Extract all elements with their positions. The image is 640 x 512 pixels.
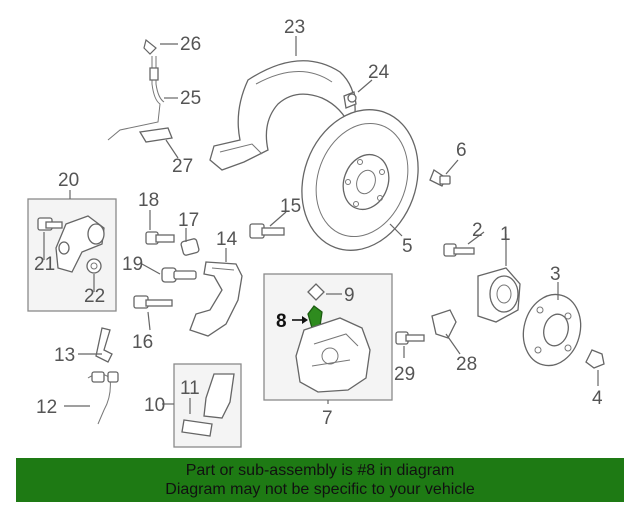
callout-labels: 23 24 26 25 27 6 20 21 22 18 17 19 16 14… (34, 17, 603, 429)
callout-22: 22 (84, 286, 105, 307)
callout-4: 4 (592, 388, 603, 409)
callout-7: 7 (322, 408, 333, 429)
part-bracket-28 (431, 309, 457, 339)
callout-2: 2 (472, 220, 483, 241)
callout-8: 8 (276, 311, 287, 332)
part-bolt-2 (443, 243, 475, 257)
callout-26: 26 (180, 34, 201, 55)
callout-20: 20 (58, 170, 79, 191)
part-sensor-wire (107, 38, 173, 143)
part-clip-13 (95, 327, 113, 363)
banner-line-disclaimer: Diagram may not be specific to your vehi… (165, 481, 475, 498)
callout-19: 19 (122, 254, 143, 275)
callout-15: 15 (280, 196, 301, 217)
callout-9: 9 (344, 285, 355, 306)
callout-13: 13 (54, 345, 75, 366)
part-nut-4 (585, 349, 605, 369)
banner-line-part: Part or sub-assembly is #8 in diagram (185, 462, 455, 479)
callout-21: 21 (34, 254, 55, 275)
part-brake-caliper (295, 317, 371, 393)
part-brake-pads (181, 373, 235, 437)
callout-17: 17 (178, 210, 199, 231)
part-bolt-21 (37, 217, 63, 231)
part-brake-rotor (301, 109, 419, 251)
part-bleeder-screw-8-highlighted (307, 305, 323, 329)
part-guide-pin-19 (161, 267, 197, 283)
callout-24: 24 (368, 62, 390, 83)
callout-14: 14 (216, 229, 238, 250)
part-sensor-wire-12 (87, 371, 119, 425)
leader-lines (43, 36, 599, 414)
callout-25: 25 (180, 88, 201, 109)
callout-3: 3 (550, 264, 561, 285)
part-pin-17 (180, 238, 200, 256)
part-bolt-24 (343, 91, 357, 109)
part-bolt-18 (145, 231, 175, 245)
callout-29: 29 (394, 364, 415, 385)
part-bolt-29 (395, 331, 425, 345)
part-bolt-15 (249, 223, 285, 239)
callout-5: 5 (402, 236, 413, 257)
callout-1: 1 (500, 224, 511, 245)
callout-11: 11 (180, 378, 200, 399)
callout-27: 27 (172, 156, 193, 177)
part-bolt-16 (133, 295, 173, 309)
callout-16: 16 (132, 332, 153, 353)
callout-6: 6 (456, 140, 467, 161)
part-caliper-bracket (189, 261, 243, 337)
part-washer-22 (86, 258, 102, 274)
callout-18: 18 (138, 190, 159, 211)
part-hub-bearing (477, 267, 521, 323)
callout-28: 28 (456, 354, 477, 375)
callout-10: 10 (144, 395, 165, 416)
part-bolt-6 (429, 169, 451, 187)
parts-diagram: 23 24 26 25 27 6 20 21 22 18 17 19 16 14… (27, 17, 605, 448)
part-hub-flange (522, 293, 582, 367)
part-dust-shield (209, 60, 356, 171)
info-banner: Part or sub-assembly is #8 in diagram Di… (16, 458, 624, 502)
callout-23: 23 (284, 17, 305, 38)
part-wheel-speed-sensor (55, 215, 105, 273)
part-bleeder-cap-9 (307, 283, 325, 301)
callout-12: 12 (36, 397, 57, 418)
